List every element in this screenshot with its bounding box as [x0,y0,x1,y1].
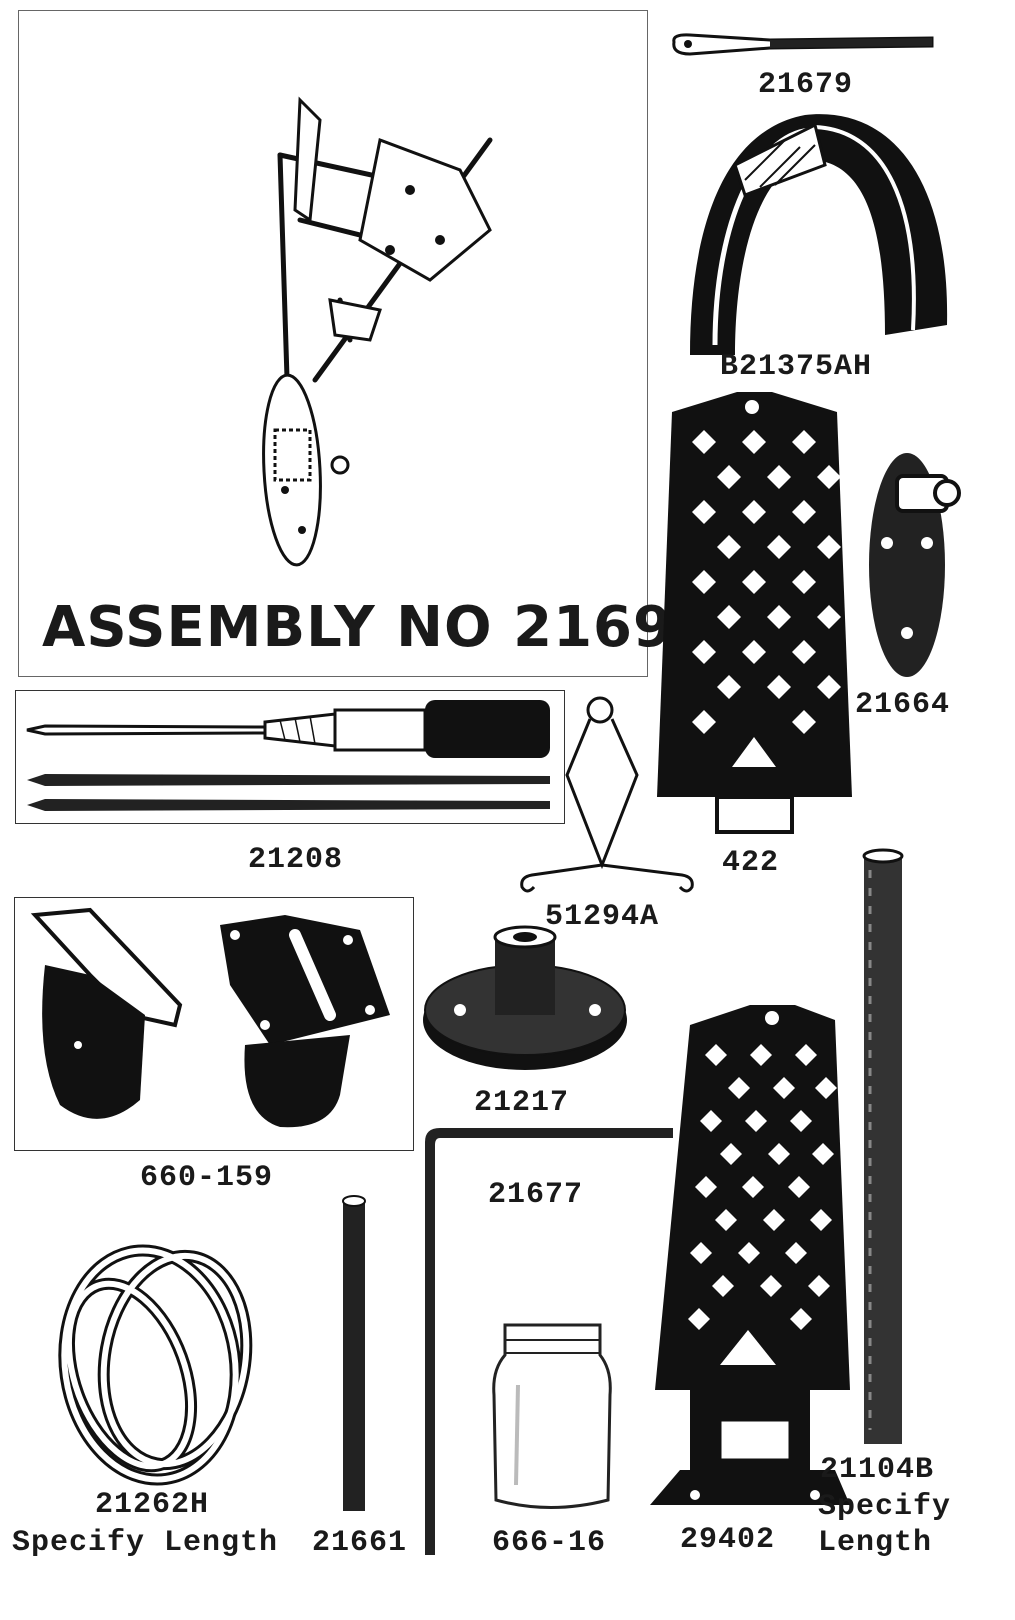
assembly-title: ASSEMBLY NO 21691 [42,595,713,660]
part-29402-treadle-hinge [650,1005,850,1505]
part-422-treadle [657,392,852,834]
label-21262H-note: Specify Length [12,1526,279,1560]
label-21677: 21677 [488,1178,584,1212]
label-21262H: 21262H [95,1488,210,1522]
assembly-panel [18,10,648,677]
label-21217: 21217 [474,1086,570,1120]
panel-21208 [15,690,565,824]
label-21661: 21661 [312,1526,408,1560]
part-51294A-wire-spring [520,696,694,893]
part-B21375AH-arch [690,114,948,355]
label-21104B-note-specify: Specify [818,1490,952,1524]
part-21262H-belt-coil [58,1244,253,1486]
label-422: 422 [722,846,780,880]
label-51294A: 51294A [545,900,660,934]
label-666-16: 666-16 [492,1526,607,1560]
label-21679: 21679 [758,68,854,102]
label-660-159: 660-159 [140,1161,274,1195]
label-B21375AH: B21375AH [720,350,873,384]
panel-660-159 [14,897,414,1151]
part-21208-screwdriver-set [26,700,550,811]
part-660-159-casters [30,907,390,1128]
part-21104B-rod [862,848,904,1444]
part-21679-screwdriver [672,33,934,56]
assembly-21691-illustration [262,96,493,567]
label-21104B: 21104B [820,1453,935,1487]
label-21104B-note-length: Length [818,1526,933,1560]
label-21664: 21664 [855,688,951,722]
part-666-16-jar [492,1323,612,1509]
part-21661-pin [342,1195,366,1511]
part-21664-bracket [869,453,961,677]
label-21208: 21208 [248,843,344,877]
part-21217-flange-socket [423,925,627,1070]
label-29402: 29402 [680,1523,776,1557]
